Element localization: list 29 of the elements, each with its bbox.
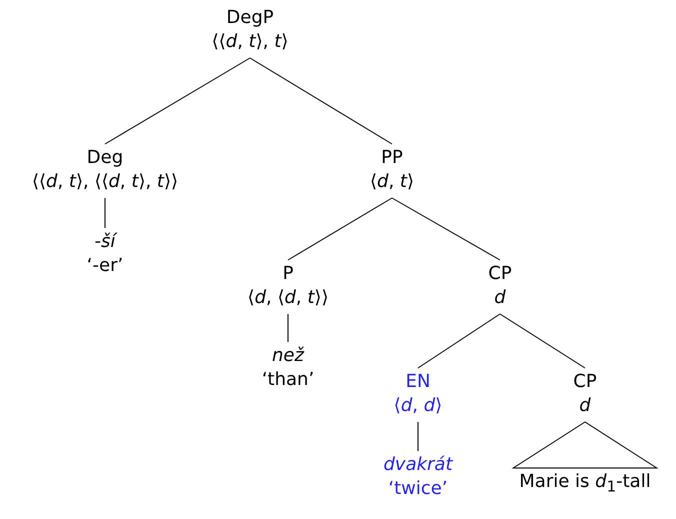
type-label: d (578, 394, 592, 418)
word: -ší (94, 230, 118, 254)
category-label: Deg (86, 146, 124, 170)
gloss: ‘twice’ (387, 477, 449, 501)
tree-branch (392, 198, 500, 260)
gloss: ‘than’ (262, 368, 314, 392)
category-label: CP (573, 370, 597, 394)
category-label: PP (380, 146, 404, 170)
type-label: ⟨⟨d, t⟩, t⟩ (212, 30, 288, 54)
category-label: CP (488, 262, 512, 286)
word: dvakrát (383, 453, 453, 477)
type-label: ⟨d, ⟨d, t⟩⟩ (248, 286, 328, 310)
word: než (271, 344, 306, 368)
tree-branch (500, 314, 586, 368)
type-label: ⟨d, t⟩ (370, 170, 414, 194)
tree-branch (104, 198, 106, 228)
gloss: ‘-er’ (86, 254, 124, 278)
type-label: d (493, 286, 507, 310)
tree-branch (104, 58, 250, 144)
category-label: DegP (225, 6, 275, 30)
tree-branch (288, 198, 392, 260)
type-label: ⟨d, d⟩ (394, 394, 442, 418)
triangle-branch (512, 421, 658, 468)
type-label: ⟨⟨d, t⟩, ⟨⟨d, t⟩, t⟩⟩ (32, 170, 178, 194)
sentence: Marie is d$_{1}$-tall (519, 470, 651, 498)
tree-branch (250, 58, 392, 144)
category-label: P (282, 262, 294, 286)
tree-branch (418, 314, 500, 368)
category-label: EN (404, 370, 432, 394)
